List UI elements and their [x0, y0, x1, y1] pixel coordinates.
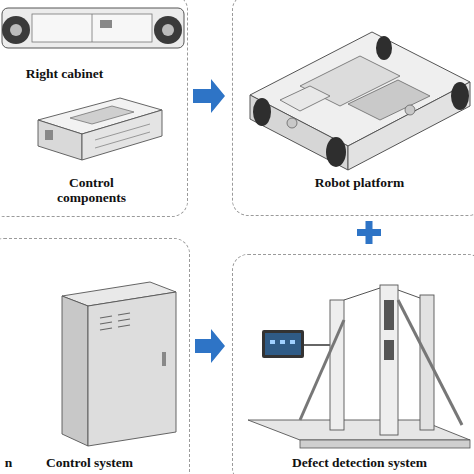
- block-arrow: [195, 329, 225, 363]
- control-components-illustration: [38, 98, 162, 160]
- dashed-panel: Defect detection system: [232, 254, 474, 474]
- panel-label: Robot platform: [275, 175, 445, 190]
- robot-platform-illustration: [250, 32, 470, 170]
- panel-label: n: [2, 455, 16, 470]
- plus-symbol: [357, 221, 381, 244]
- dashed-panel: Robot platform: [232, 0, 474, 216]
- block-arrow: [193, 79, 225, 113]
- control-cabinet-illustration: [62, 282, 176, 446]
- panel-label: Defect detection system: [255, 455, 465, 470]
- panel-label: Control system: [28, 455, 152, 470]
- dashed-panel: n Control system: [0, 238, 190, 474]
- panel-label: Control components: [46, 175, 138, 205]
- panel-label: Right cabinet: [5, 66, 125, 81]
- chassis-illustration: [2, 8, 184, 48]
- defect-detection-illustration: [248, 285, 470, 448]
- dashed-panel: Right cabinetControl components: [0, 0, 188, 217]
